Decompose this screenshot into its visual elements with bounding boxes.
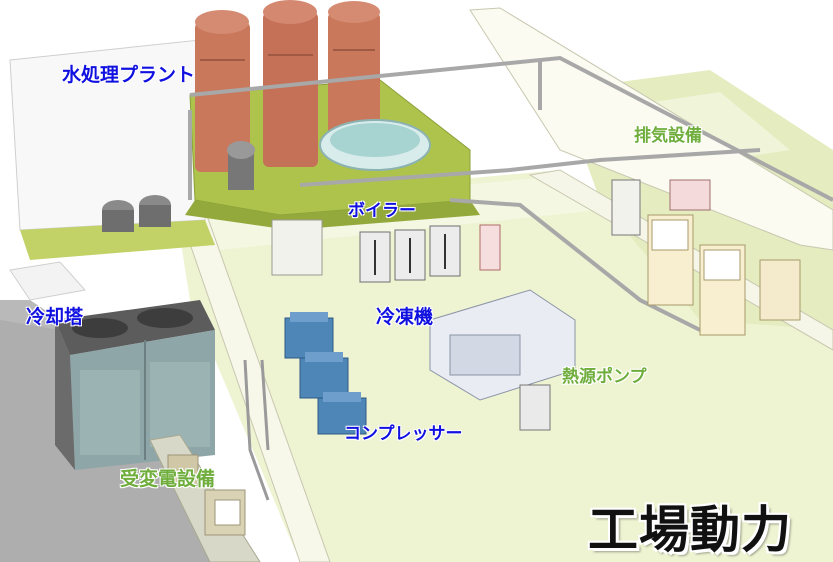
label-cooling-tower: 冷却塔 bbox=[26, 306, 84, 328]
boiler-units bbox=[271, 219, 501, 283]
silos bbox=[195, 0, 380, 172]
exhaust-units bbox=[611, 179, 801, 336]
label-refrigerator: 冷凍機 bbox=[376, 306, 434, 328]
chiller-unit bbox=[429, 289, 576, 431]
page-title: 工場動力 bbox=[588, 501, 792, 559]
label-substation: 受変電設備 bbox=[120, 468, 216, 490]
label-compressor: コンプレッサー bbox=[344, 424, 463, 444]
label-water-treatment: 水処理プラント bbox=[62, 64, 196, 86]
label-heat-pump: 熱源ポンプ bbox=[562, 367, 647, 387]
label-boiler: ボイラー bbox=[348, 201, 416, 221]
pipes bbox=[188, 55, 833, 332]
compressor-units bbox=[284, 312, 367, 435]
label-exhaust: 排気設備 bbox=[634, 126, 702, 146]
right-divider-wall bbox=[469, 7, 833, 251]
conical-tanks bbox=[102, 141, 255, 232]
substation-equipment bbox=[149, 434, 261, 562]
